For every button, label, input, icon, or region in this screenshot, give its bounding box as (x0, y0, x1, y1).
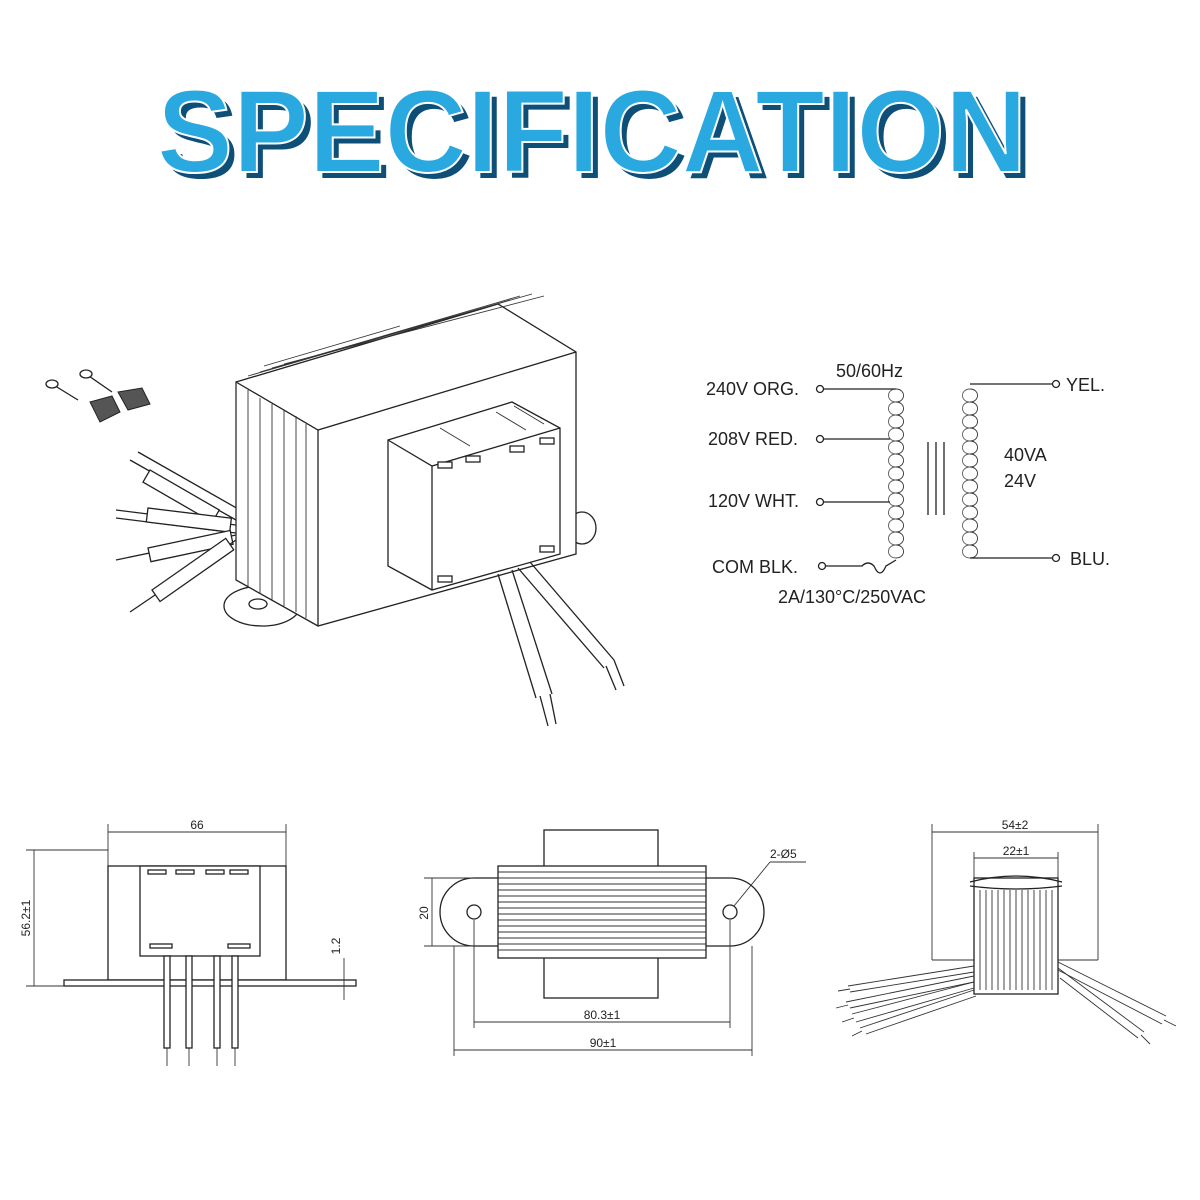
core-lines (927, 442, 945, 515)
hole-size-dim: 2-Ø5 (770, 847, 797, 861)
hole-spacing-dim: 80.3±1 (584, 1008, 621, 1022)
front-width-dim: 66 (190, 818, 204, 832)
tap-label-208v: 208V RED. (708, 429, 798, 449)
tap-label-240v: 240V ORG. (706, 379, 799, 399)
front-view-drawing: 66 56.2±1 1.2 (19, 818, 357, 1066)
transformer-isometric-drawing (45, 293, 625, 727)
primary-coil (888, 388, 904, 559)
power-rating: 40VA (1004, 445, 1047, 465)
tap-label-com: COM BLK. (712, 557, 798, 577)
overall-length-dim: 90±1 (590, 1036, 617, 1050)
fuse-rating: 2A/130°C/250VAC (778, 587, 926, 607)
page-title-shadow: SPECIFICATION (163, 72, 1033, 204)
left-lead-wires (115, 451, 241, 613)
side-overall-dim: 54±2 (1002, 818, 1029, 832)
tap-label-120v: 120V WHT. (708, 491, 799, 511)
secondary-coil (962, 388, 978, 559)
voltage-rating: 24V (1004, 471, 1036, 491)
secondary-lead-wires (497, 561, 625, 727)
frequency-label: 50/60Hz (836, 361, 903, 381)
top-view-drawing: 2-Ø5 20 80.3±1 90±1 (417, 829, 806, 1056)
side-core-dim: 22±1 (1003, 844, 1030, 858)
page-title-text: SPECIFICATION (157, 66, 1027, 198)
front-height-dim: 56.2±1 (19, 899, 33, 936)
top-height-dim: 20 (417, 906, 431, 920)
wiring-schematic: 50/60Hz 240V ORG. 208V RED. 120V WHT. CO… (706, 361, 1110, 607)
secondary-label-yel: YEL. (1066, 375, 1105, 395)
secondary-label-blu: BLU. (1070, 549, 1110, 569)
hardware-screws-icon (45, 369, 151, 423)
front-base-dim: 1.2 (329, 937, 343, 954)
page-title: SPECIFICATION SPECIFICATION (156, 65, 1033, 204)
side-view-drawing: 54±2 22±1 (835, 818, 1177, 1045)
